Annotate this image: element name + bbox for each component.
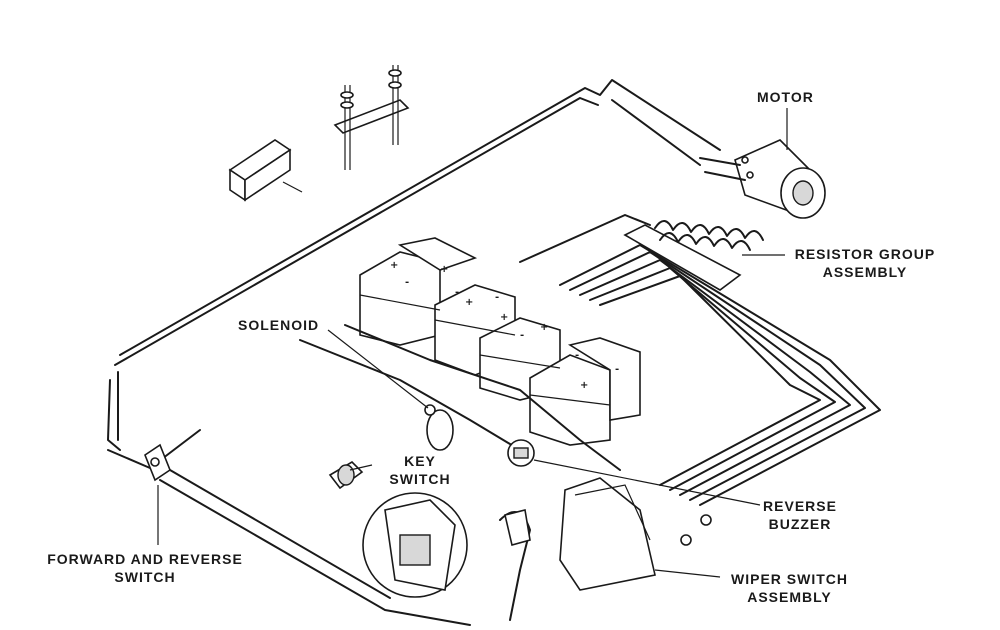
battery-terminal-mark: + (440, 264, 448, 275)
wiper-switch-unit (499, 477, 721, 621)
battery-terminal-mark: - (615, 364, 619, 375)
resistor-group-label-line1: RESISTOR GROUP (794, 246, 936, 262)
key-switch-label: KEY SWITCH (380, 452, 460, 488)
resistor-group-label-line2: ASSEMBLY (822, 264, 908, 280)
forward-reverse-switch-label-line1: FORWARD AND REVERSE (47, 551, 243, 567)
forward-reverse-switch-label-line2: SWITCH (114, 569, 176, 585)
battery-terminal-mark: + (465, 297, 473, 308)
battery-terminal-mark: + (540, 322, 548, 333)
battery-terminal-mark: - (575, 350, 579, 361)
battery-terminal-mark: - (455, 287, 459, 298)
reverse-buzzer-unit (507, 439, 761, 506)
resistor-coil (623, 220, 785, 291)
wiper-switch-label-line1: WIPER SWITCH (731, 571, 848, 587)
battery-pack (359, 237, 641, 446)
fr-switch-unit (144, 443, 171, 545)
wiper-switch-label-line2: ASSEMBLY (747, 589, 832, 605)
reverse-buzzer-label-line1: REVERSE (763, 498, 837, 514)
battery-terminal-mark: + (390, 260, 398, 271)
solenoid-unit (327, 329, 454, 451)
wire-harness (299, 214, 881, 506)
key-switch-label-line2: SWITCH (389, 471, 451, 487)
battery-terminal-mark: - (405, 277, 409, 288)
mounting-hardware (228, 65, 410, 202)
resistor-group-label: RESISTOR GROUP ASSEMBLY (785, 245, 945, 281)
battery-terminal-mark: - (495, 292, 499, 303)
motor-unit (699, 108, 826, 219)
forward-reverse-switch-label: FORWARD AND REVERSE SWITCH (35, 550, 255, 586)
motor-label: MOTOR (757, 89, 814, 105)
battery-terminal-mark: - (520, 330, 524, 341)
solenoid-label: SOLENOID (238, 317, 320, 333)
key-switch-unit (328, 460, 468, 598)
key-switch-label-line1: KEY (404, 453, 436, 469)
reverse-buzzer-label: REVERSE BUZZER (755, 497, 845, 533)
battery-terminal-mark: + (580, 380, 588, 391)
battery-terminal-mark: + (500, 312, 508, 323)
wiper-switch-label: WIPER SWITCH ASSEMBLY (722, 570, 857, 606)
reverse-buzzer-label-line2: BUZZER (768, 516, 832, 532)
